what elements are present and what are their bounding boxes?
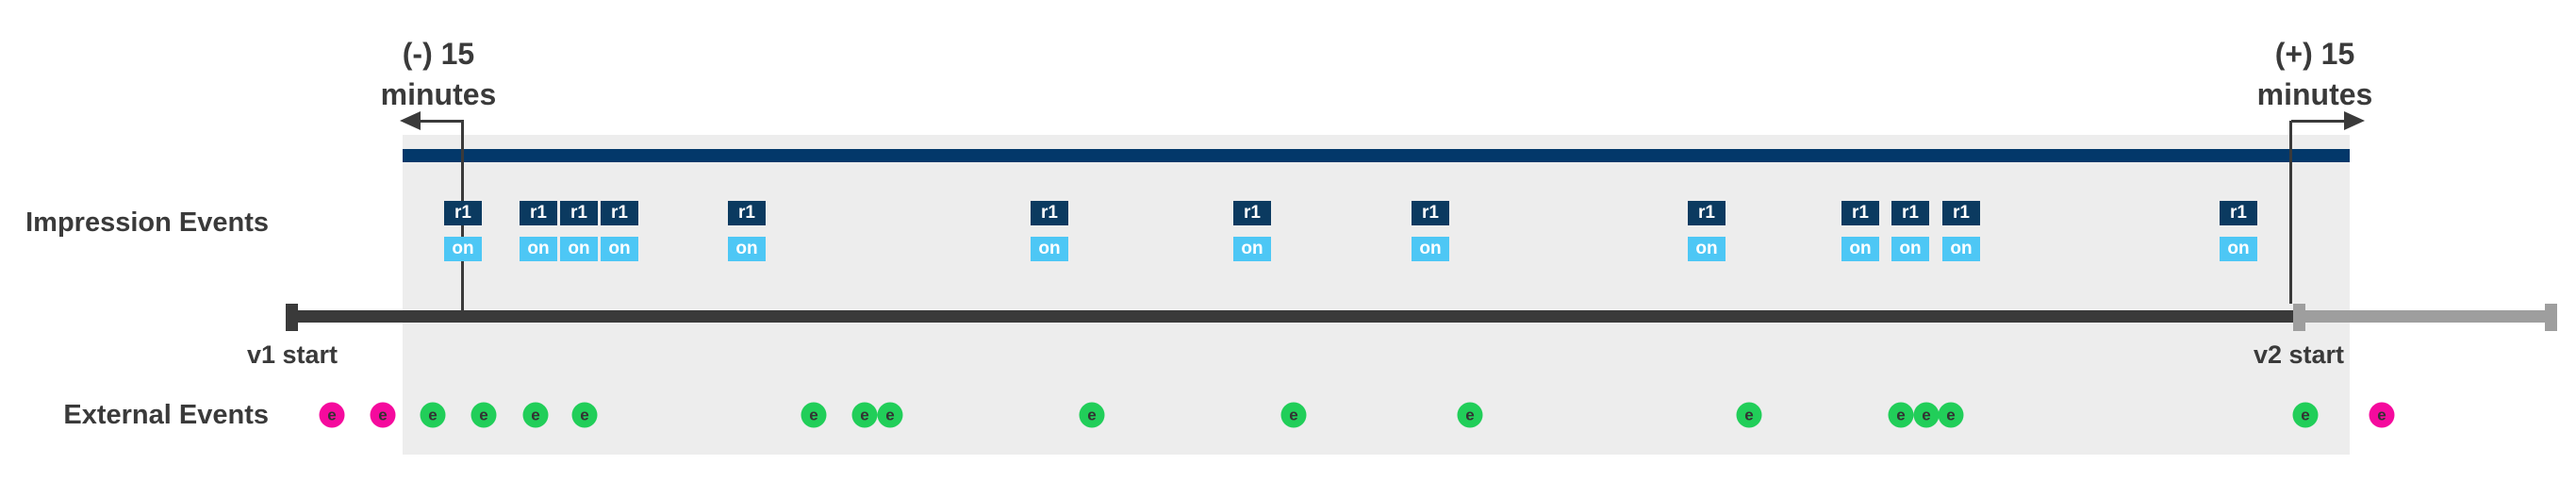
impression-event: r1 on [1891, 201, 1929, 261]
impression-badge-on: on [444, 237, 482, 261]
experiment-window-bar [403, 149, 2350, 162]
impression-badge-r1: r1 [560, 201, 598, 225]
external-event-dot-green: e [471, 402, 497, 428]
v1-start-label: v1 start [246, 340, 339, 369]
v1-start-cap [286, 304, 298, 331]
minus-15-minutes-annotation: (-) 15 minutes [297, 34, 580, 115]
impression-event: r1 on [1233, 201, 1271, 261]
impression-badge-on: on [1412, 237, 1449, 261]
external-event-dot-green: e [2292, 402, 2319, 428]
plus-15-marker-line [2289, 121, 2292, 304]
v2-start-label: v2 start [2253, 340, 2345, 369]
impression-badge-on: on [1841, 237, 1879, 261]
external-event-dot-green: e [1888, 402, 1914, 428]
external-event-dot-green: e [571, 402, 598, 428]
plus-15-minutes-annotation: (+) 15 minutes [2173, 34, 2456, 115]
external-event-dot-green: e [1079, 402, 1105, 428]
external-event-dot-green: e [522, 402, 549, 428]
external-event-dot-green: e [801, 402, 827, 428]
impression-badge-on: on [520, 237, 557, 261]
external-event-dot-green: e [877, 402, 903, 428]
impression-event: r1 on [728, 201, 766, 261]
external-event-dot-green: e [1457, 402, 1483, 428]
impression-badge-on: on [560, 237, 598, 261]
impression-event: r1 on [1688, 201, 1726, 261]
plus-15-line1: (+) 15 [2274, 37, 2355, 71]
impression-event: r1 on [2220, 201, 2257, 261]
impression-badge-r1: r1 [1412, 201, 1449, 225]
external-event-dot-pink: e [319, 402, 345, 428]
impression-event: r1 on [1942, 201, 1980, 261]
external-event-dot-green: e [1913, 402, 1940, 428]
impression-badge-on: on [2220, 237, 2257, 261]
timeline-v1-segment [286, 310, 2293, 323]
impression-badge-on: on [1942, 237, 1980, 261]
impression-badge-on: on [601, 237, 638, 261]
impression-badge-r1: r1 [520, 201, 557, 225]
impression-badge-on: on [1688, 237, 1726, 261]
impression-events-label: Impression Events [25, 207, 269, 238]
external-event-dot-green: e [1938, 402, 1964, 428]
external-event-dot-pink: e [2369, 402, 2395, 428]
minus-15-line1: (-) 15 [402, 37, 475, 71]
impression-badge-r1: r1 [444, 201, 482, 225]
experiment-window-band [403, 135, 2350, 455]
external-event-dot-green: e [1736, 402, 1762, 428]
impression-badge-r1: r1 [1688, 201, 1726, 225]
arrow-right-icon [2344, 111, 2365, 130]
impression-event: r1 on [1841, 201, 1879, 261]
plus-15-arrow-line [2291, 120, 2346, 123]
impression-badge-on: on [1891, 237, 1929, 261]
plus-15-line2: minutes [2256, 77, 2373, 111]
impression-badge-on: on [728, 237, 766, 261]
external-events-label: External Events [63, 400, 269, 430]
arrow-left-icon [400, 111, 421, 130]
impression-badge-r1: r1 [2220, 201, 2257, 225]
impression-badge-r1: r1 [1942, 201, 1980, 225]
impression-event: r1 on [1031, 201, 1068, 261]
timeline-v2-segment [2293, 310, 2548, 323]
minus-15-arrow-line [407, 120, 464, 123]
timeline-end-cap [2545, 304, 2557, 331]
external-event-dot-pink: e [370, 402, 396, 428]
impression-badge-r1: r1 [601, 201, 638, 225]
external-event-dot-green: e [420, 402, 446, 428]
impression-event: r1 on [1412, 201, 1449, 261]
impression-badge-r1: r1 [728, 201, 766, 225]
impression-badge-r1: r1 [1031, 201, 1068, 225]
external-event-dot-green: e [1280, 402, 1307, 428]
impression-badge-r1: r1 [1891, 201, 1929, 225]
impression-event: r1 on [560, 201, 598, 261]
minus-15-line2: minutes [380, 77, 497, 111]
impression-event: r1 on [520, 201, 557, 261]
impression-badge-on: on [1233, 237, 1271, 261]
impression-badge-r1: r1 [1841, 201, 1879, 225]
impression-badge-r1: r1 [1233, 201, 1271, 225]
impression-badge-on: on [1031, 237, 1068, 261]
impression-event: r1 on [444, 201, 482, 261]
impression-event: r1 on [601, 201, 638, 261]
external-event-dot-green: e [851, 402, 878, 428]
v2-start-cap [2293, 304, 2305, 331]
